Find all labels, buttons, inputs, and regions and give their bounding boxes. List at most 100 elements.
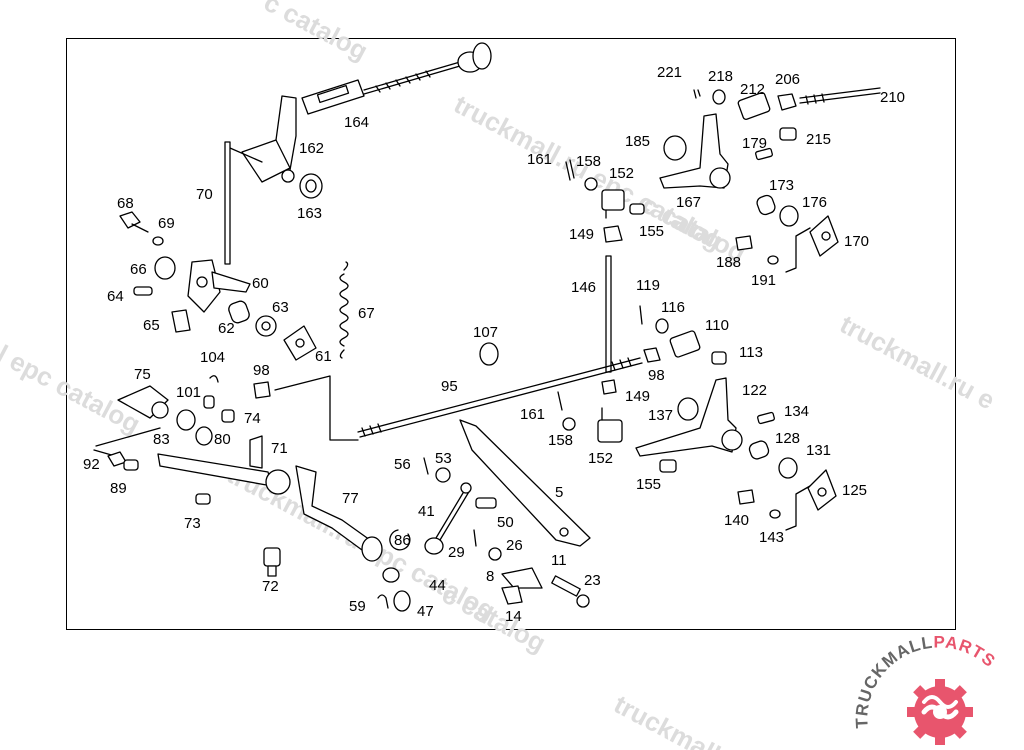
part-drawings (93, 42, 881, 612)
part-label: 92 (83, 456, 100, 473)
part-label: 14 (505, 608, 522, 625)
part-label: 179 (742, 135, 767, 152)
part-label: 53 (435, 450, 452, 467)
part-label: 155 (639, 223, 664, 240)
part-label: 107 (473, 324, 498, 341)
part-label: 77 (342, 490, 359, 507)
watermark-right: truckmall.ru e (835, 309, 1000, 416)
part-label: 41 (418, 503, 435, 520)
part-label: 163 (297, 205, 322, 222)
part-label: 158 (576, 153, 601, 170)
part-167-drawing (659, 113, 731, 189)
part-label: 71 (271, 440, 288, 457)
part-label: 113 (739, 344, 763, 361)
part-label: 143 (759, 529, 784, 546)
part-label: 162 (299, 140, 324, 157)
part-label: 116 (661, 299, 685, 316)
truckmall-parts-logo: TRUCKMALLPARTS (852, 632, 999, 745)
part-label: 218 (708, 68, 733, 85)
part-label: 140 (724, 512, 749, 529)
part-label: 161 (527, 151, 552, 168)
part-label: 44 (429, 577, 446, 594)
gear-icon (907, 679, 973, 745)
part-label: 128 (775, 430, 800, 447)
part-label: 134 (784, 403, 809, 420)
watermark-bottom2: truckmall.ru (609, 689, 754, 750)
part-5-drawing (459, 419, 591, 547)
diagram-frame (66, 38, 956, 630)
part-label: 62 (218, 320, 235, 337)
part-label: 152 (588, 450, 613, 467)
part-label: 69 (158, 215, 175, 232)
part-label: 215 (806, 131, 831, 148)
part-label: 68 (117, 195, 134, 212)
part-label: 83 (153, 431, 170, 448)
part-label: 23 (584, 572, 601, 589)
part-71-drawing (157, 435, 291, 495)
part-label: 98 (253, 362, 270, 379)
part-label: 73 (184, 515, 201, 532)
part-122-drawing (635, 377, 743, 457)
part-152b-drawing (597, 407, 623, 443)
leader-170 (785, 227, 811, 273)
part-label: 137 (648, 407, 673, 424)
part-label: 167 (676, 194, 701, 211)
part-label: 11 (551, 552, 567, 569)
part-label: 122 (742, 382, 767, 399)
part-label: 26 (506, 537, 523, 554)
part-label: 8 (486, 568, 494, 585)
part-label: 70 (196, 186, 213, 203)
leader-95 (274, 375, 359, 441)
part-label: 206 (775, 71, 800, 88)
part-95-drawing (357, 357, 643, 438)
part-label: 173 (769, 177, 794, 194)
part-68-drawing (119, 211, 149, 233)
part-163-drawing (299, 173, 323, 199)
part-label: 131 (806, 442, 831, 459)
part-label: 89 (110, 480, 127, 497)
part-label: 191 (751, 272, 776, 289)
part-label: 185 (625, 133, 650, 150)
part-label: 74 (244, 410, 261, 427)
part-label: 164 (344, 114, 369, 131)
watermark-topleft: c catalog (259, 0, 373, 66)
part-label: 5 (555, 484, 563, 501)
part-label: 47 (417, 603, 434, 620)
part-label: 104 (200, 349, 225, 366)
part-23-drawing (551, 575, 590, 608)
part-152a-drawing (601, 189, 625, 219)
part-label: 29 (448, 544, 465, 561)
leader-125 (785, 485, 811, 531)
part-label: 80 (214, 431, 231, 448)
part-164-drawing (301, 42, 492, 115)
watermark-left: l epc catalog (0, 339, 145, 439)
part-61-drawing (283, 325, 317, 361)
part-label: 221 (657, 64, 682, 81)
part-label: 161 (520, 406, 545, 423)
part-60-drawing (187, 259, 251, 313)
part-label: 67 (358, 305, 375, 322)
part-label: 86 (394, 532, 411, 549)
watermark-lower: c catalog (437, 579, 551, 658)
part-label: 59 (349, 598, 366, 615)
part-label: 125 (842, 482, 867, 499)
part-label: 158 (548, 432, 573, 449)
part-labels: 221 218 212 206 210 185 179 215 161 158 … (83, 64, 905, 625)
part-146-drawing (605, 255, 612, 373)
part-label: 66 (130, 261, 147, 278)
part-162-drawing (229, 95, 297, 183)
part-70-drawing (224, 141, 231, 265)
part-label: 212 (740, 81, 765, 98)
part-label: 50 (497, 514, 514, 531)
part-label: 170 (844, 233, 869, 250)
part-label: 176 (802, 194, 827, 211)
part-label: 72 (262, 578, 279, 595)
part-label: 101 (176, 384, 201, 401)
part-67-drawing (339, 261, 349, 359)
part-label: 188 (716, 254, 741, 271)
part-label: 56 (394, 456, 411, 473)
part-label: 64 (107, 288, 124, 305)
logo-word-parts: PARTS (933, 632, 999, 671)
part-label: 98 (648, 367, 665, 384)
part-41-drawing (424, 482, 472, 555)
